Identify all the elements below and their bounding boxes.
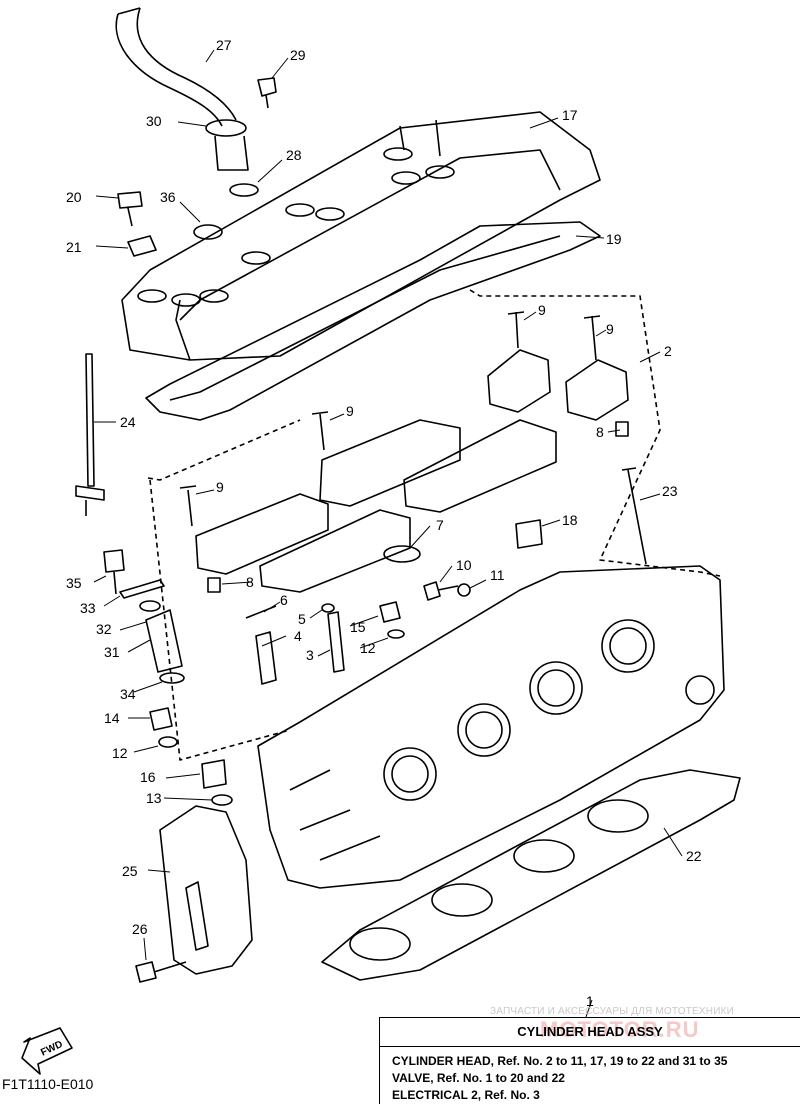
callout-32: 32 [96,621,112,637]
assembly-note-line: CYLINDER HEAD, Ref. No. 2 to 11, 17, 19 … [392,1054,728,1068]
bolt-9c [311,411,329,451]
o-ring-34 [159,672,185,684]
bolt-23 [621,467,647,565]
seal-36 [193,224,223,240]
fwd-indicator: FWD [39,1039,64,1059]
callout-8a: 8 [596,424,604,440]
valve-3 [327,611,345,673]
assembly-info-box: CYLINDER HEAD ASSY CYLINDER HEAD, Ref. N… [379,1017,800,1104]
dowel-8a [615,421,629,437]
dowel-8b [207,577,221,593]
callout-13: 13 [146,790,162,806]
clip-5 [321,603,335,613]
callout-33: 33 [80,600,96,616]
callout-19: 19 [606,231,622,247]
nut-15 [379,601,401,623]
bracket-plate [159,805,253,975]
callout-9d: 9 [216,479,224,495]
bolt-35 [103,549,125,595]
nut-14 [149,707,173,731]
callout-14: 14 [104,710,120,726]
seal-18 [515,519,543,549]
callout-3: 3 [306,647,314,663]
bolt-29 [257,77,277,109]
callout-20: 20 [66,189,82,205]
callout-23: 23 [662,483,678,499]
callout-34: 34 [120,686,136,702]
callout-9c: 9 [346,403,354,419]
plate-33 [119,579,165,599]
washer-12a [158,736,178,748]
callout-8b: 8 [246,574,254,590]
o-ring-28 [229,183,259,197]
guide-4 [255,631,277,685]
plug-holes [137,147,455,307]
callout-31: 31 [104,644,120,660]
callout-10: 10 [456,557,472,573]
assembly-title: CYLINDER HEAD ASSY [380,1018,800,1047]
callout-29: 29 [290,47,306,63]
head-gasket [321,769,741,981]
figure-code: F1T1110-E010 [2,1076,94,1092]
callout-36: 36 [160,189,176,205]
cap-nut-16 [201,759,227,789]
callout-5: 5 [298,611,306,627]
callout-21: 21 [66,239,82,255]
fitting-31 [145,609,183,673]
hose-clamp [205,119,247,137]
breather-hose [115,13,223,127]
callout-18: 18 [562,512,578,528]
washer-12b [387,629,405,639]
assembly-notes: CYLINDER HEAD, Ref. No. 2 to 11, 17, 19 … [392,1053,727,1104]
callout-4: 4 [294,628,302,644]
cam-caps-mid [319,419,461,507]
grommet-21 [127,235,157,257]
cam-cap-right-2 [565,359,629,421]
cam-cap-right-1 [487,349,551,413]
bolt-9d [179,485,197,527]
callout-7: 7 [436,517,444,533]
plug-7 [383,545,421,563]
bolt-9a [507,311,525,349]
callout-17: 17 [562,107,578,123]
callout-30: 30 [146,113,162,129]
callout-15: 15 [350,619,366,635]
dipstick [85,353,95,487]
callout-27: 27 [216,37,232,53]
fwd-arrow [21,1027,73,1075]
watermark-logo: MOTOTOR.RU [540,1017,700,1042]
fwd-label: FWD [39,1039,64,1059]
bolt-26 [135,961,187,983]
callout-9a: 9 [538,302,546,318]
callout-1: 1 [586,993,594,1009]
callout-9b: 9 [606,321,614,337]
cam-caps-lower [195,493,329,575]
head-cover [121,111,601,361]
washer-13 [211,794,233,806]
cover-gasket [145,221,601,421]
callout-26: 26 [132,921,148,937]
callout-16: 16 [140,769,156,785]
callout-28: 28 [286,147,302,163]
callout-22: 22 [686,848,702,864]
callout-35: 35 [66,575,82,591]
callout-12b: 12 [112,745,128,761]
callout-6: 6 [280,592,288,608]
callout-2: 2 [664,343,672,359]
bolt-20 [117,191,143,227]
watermark-caption: ЗАПЧАСТИ И АКСЕССУАРЫ ДЛЯ МОТОТЕХНИКИ [490,1006,735,1017]
callout-11: 11 [490,567,505,583]
callout-24: 24 [120,414,136,430]
callout-25: 25 [122,863,138,879]
washer-11 [457,583,471,597]
ring-32 [139,600,161,612]
bolt-10 [423,581,459,601]
assembly-note-line: VALVE, Ref. No. 1 to 20 and 22 [392,1071,565,1085]
cylinder-head [257,565,725,889]
callout-12a: 12 [360,640,376,656]
bolt-9b [583,315,601,361]
assembly-note-line: ELECTRICAL 2, Ref. No. 3 [392,1088,540,1102]
